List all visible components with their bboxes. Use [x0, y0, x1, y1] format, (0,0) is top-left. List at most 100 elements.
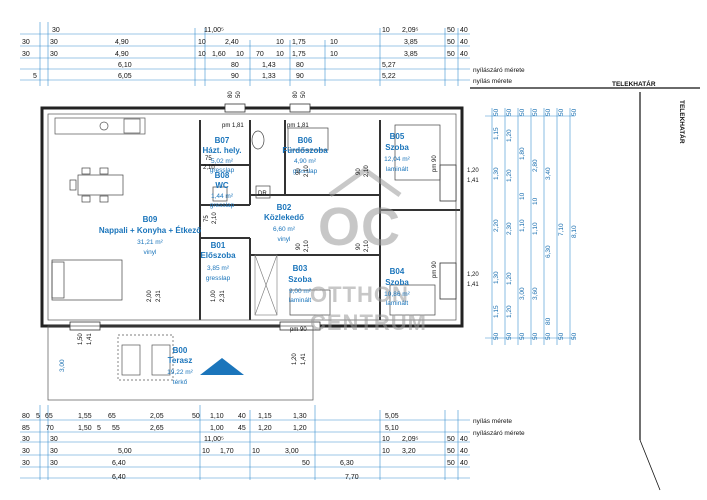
dim-text: 50: [302, 460, 310, 467]
room-name: Előszoba: [200, 251, 236, 260]
room-id: B09: [143, 215, 158, 224]
mark: 1,41: [301, 353, 307, 365]
dim-text: 4,90: [115, 51, 129, 58]
dim-text: 5: [33, 73, 37, 80]
mark: pm 1,81: [222, 123, 244, 129]
dim-text: 2,05: [150, 413, 164, 420]
watermark-line2: CENTRUM: [310, 310, 427, 335]
dim-text: 50: [493, 108, 500, 116]
nyilaszaro-b-label: nyílászáró mérete: [473, 430, 525, 437]
dim-text: 80: [231, 62, 239, 69]
dim-text: 50: [558, 108, 565, 116]
room-name: Házt. hely.: [203, 146, 242, 155]
dim-text: 1,43: [262, 62, 276, 69]
room-floor: gresslap: [210, 167, 235, 174]
dim-text: 50: [532, 332, 539, 340]
dim-text: 50: [192, 413, 200, 420]
bottom-dims-row1-texts: 80 5 65 1,55 65 2,05 50 1,10 40 1,15 1,3…: [22, 413, 512, 425]
dim-text: 50: [447, 448, 455, 455]
mark: 80: [228, 91, 234, 98]
dim-text: 6,10: [118, 62, 132, 69]
room-B01: B01 Előszoba 3,85 m² gresslap: [200, 241, 236, 282]
mark: 2,10: [364, 165, 370, 177]
mark: 1,41: [467, 282, 479, 288]
room-id: B01: [211, 241, 226, 250]
room-id: B03: [293, 264, 308, 273]
terrace: [47, 325, 314, 401]
dim-text: 2,65: [150, 425, 164, 432]
watermark-letters: OC: [318, 197, 401, 257]
room-name: Fürdőszoba: [282, 146, 328, 155]
room-area: 31,21 m²: [137, 239, 163, 246]
bottom-dims-row4-texts: 30 30 5,00 10 1,70 10 3,00 10 3,20 50 40: [22, 448, 468, 455]
dim-text: 65: [108, 413, 116, 420]
dim-text: 1,00: [210, 425, 224, 432]
room-area: 10,86 m²: [384, 291, 410, 298]
room-B07: B07 Házt. hely. 5,02 m² gresslap: [203, 136, 242, 174]
mark: 1,20: [292, 353, 298, 365]
dim-text: 10: [382, 448, 390, 455]
mark: 1,00: [211, 290, 217, 302]
room-name: WC: [215, 181, 229, 190]
dim-text: 10: [330, 39, 338, 46]
mark: 2,10: [203, 165, 215, 171]
sofa: [51, 259, 123, 301]
mark: 1,41: [87, 333, 93, 345]
mark: 90: [356, 243, 362, 250]
dim-text: 1,15: [493, 305, 500, 318]
dim-text: 10: [519, 192, 526, 200]
room-area: 19,22 m²: [167, 369, 193, 376]
top-dims-row3-texts: 30 30 4,90 10 1,60 10 70 10 1,75 10 3,85…: [22, 51, 468, 58]
dim-text: 85: [22, 425, 30, 432]
mark: DR: [258, 191, 267, 197]
dim-text: 4,90: [115, 39, 129, 46]
dim-text: 10: [252, 448, 260, 455]
room-name: Terasz: [168, 356, 193, 365]
dim-text: 3,85: [404, 39, 418, 46]
mark: 1,20: [467, 168, 479, 174]
room-area: 12,04 m²: [384, 156, 410, 163]
room-B06: B06 Fürdőszoba 4,90 m² gresslap: [282, 136, 328, 175]
dim-text: 10: [198, 39, 206, 46]
mark: 1,50: [78, 333, 84, 345]
room-name: Szoba: [385, 143, 409, 152]
dim-text: 30: [50, 436, 58, 443]
room-area: 6,60 m²: [273, 226, 296, 233]
dim-text: 1,30: [493, 167, 500, 180]
dim-text: 1,33: [262, 73, 276, 80]
side-dimension-lines: [485, 108, 575, 345]
side-dims-col7: 50 8,10 50: [571, 108, 578, 340]
dim-text: 6,05: [118, 73, 132, 80]
dim-text: 3,00: [285, 448, 299, 455]
top-dims-row1-texts: 30 11,00⁵ 10 2,09⁵ 50 40: [52, 27, 468, 34]
side-dims-col3: 50 1,80 10 1,10 3,00 50: [519, 108, 526, 340]
dim-text: 5,00: [118, 448, 132, 455]
dim-text: 30: [52, 27, 60, 34]
dim-text: 40: [460, 51, 468, 58]
top-dims-row2-texts: 30 30 4,90 10 2,40 10 1,75 10 3,85 50 40: [22, 39, 468, 46]
room-floor: vinyl: [277, 236, 291, 243]
dim-text: 10: [202, 448, 210, 455]
mark: 1,20: [467, 272, 479, 278]
mark: 2,00: [147, 290, 153, 302]
mark: pm 1,81: [287, 123, 309, 129]
top-dims-row5-texts: 5 6,05 90 1,33 90 5,22 nyílás mérete: [33, 73, 512, 85]
dim-text: 50: [447, 436, 455, 443]
dim-text: 40: [238, 413, 246, 420]
dim-text: 50: [447, 51, 455, 58]
bottom-dims-row2-texts: 85 70 1,50 5 55 2,65 1,00 45 1,20 1,20 5…: [22, 425, 525, 437]
room-floor: gresslap: [206, 275, 231, 282]
outer-thin-walls: [47, 113, 457, 321]
mark: 90: [296, 243, 302, 250]
room-B05: B05 Szoba 12,04 m² laminált: [384, 132, 410, 173]
dim-text: 40: [460, 27, 468, 34]
dim-text: 1,20: [506, 305, 513, 318]
mark: 2,10: [304, 240, 310, 252]
dim-text: 80: [545, 317, 552, 325]
mark: 2,31: [156, 290, 162, 302]
dim-text: 80: [296, 62, 304, 69]
dim-text: 55: [112, 425, 120, 432]
dim-text: 5,10: [385, 425, 399, 432]
dim-text: 2,09⁵: [402, 27, 419, 34]
